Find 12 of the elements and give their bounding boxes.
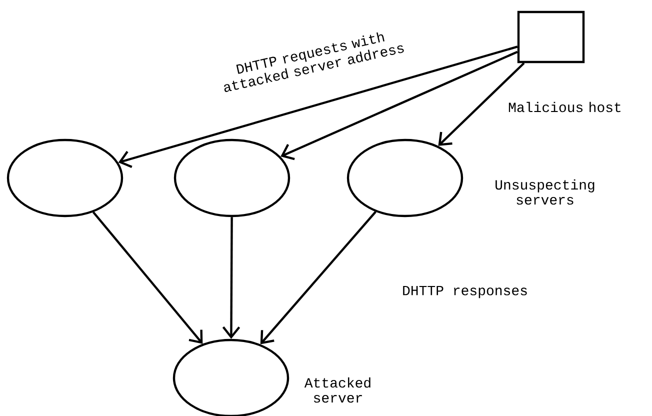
node-caption: Unsuspecting servers <box>496 179 594 205</box>
node-caption: Attacked server <box>304 377 370 403</box>
arrow <box>438 62 525 146</box>
arrow <box>92 211 203 344</box>
node-caption: Malicious host <box>508 102 620 112</box>
arrow <box>118 46 518 168</box>
server-ellipse <box>174 138 290 218</box>
arrow <box>260 211 376 344</box>
server-ellipse <box>6 138 124 218</box>
arrow <box>280 50 518 160</box>
arrow <box>222 217 240 339</box>
note-label: DHTTP responses <box>403 286 527 298</box>
